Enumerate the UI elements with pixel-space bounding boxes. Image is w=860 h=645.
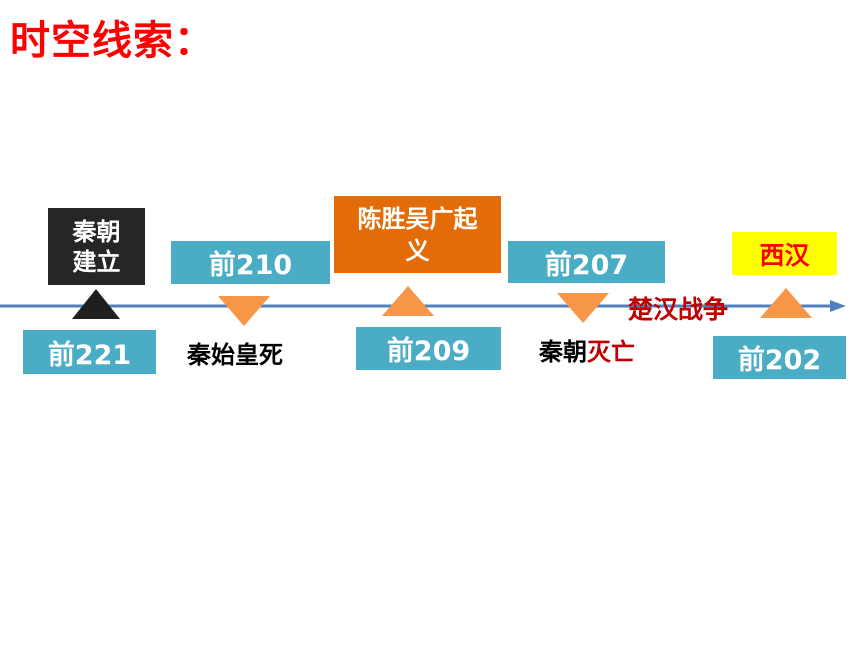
marker-down-qin-fall bbox=[557, 293, 609, 323]
year-box-202: 前202 bbox=[713, 336, 846, 379]
marker-up-western-han bbox=[760, 288, 812, 318]
event-label-line1: 秦朝 bbox=[72, 217, 121, 246]
war-label-chu-han: 楚汉战争 bbox=[628, 295, 729, 324]
event-box-chen-wu-uprising: 陈胜吴广起 义 bbox=[334, 196, 501, 273]
event-label-qinshihuang-death: 秦始皇死 bbox=[187, 341, 283, 369]
marker-up-qin-founded bbox=[72, 289, 120, 319]
event-box-qin-founded: 秦朝 建立 bbox=[48, 208, 145, 285]
event-label-line2: 建立 bbox=[72, 247, 121, 276]
marker-up-chen-wu-uprising bbox=[382, 286, 434, 316]
year-box-207: 前207 bbox=[508, 241, 665, 283]
year-box-221: 前221 bbox=[23, 330, 156, 374]
event-label-qin-fall-part1: 秦朝 bbox=[539, 338, 587, 366]
year-box-209: 前209 bbox=[356, 327, 501, 370]
event-label-line2: 义 bbox=[405, 236, 430, 265]
event-label-qin-fall: 秦朝灭亡 bbox=[539, 332, 635, 367]
event-label-qin-fall-part2: 灭亡 bbox=[587, 338, 635, 366]
event-box-western-han: 西汉 bbox=[732, 232, 837, 275]
page-title: 时空线索： bbox=[10, 18, 215, 64]
marker-down-qinshihuang-death bbox=[218, 296, 270, 326]
event-label-line1: 陈胜吴广起 bbox=[357, 204, 478, 233]
year-box-210: 前210 bbox=[171, 241, 330, 284]
